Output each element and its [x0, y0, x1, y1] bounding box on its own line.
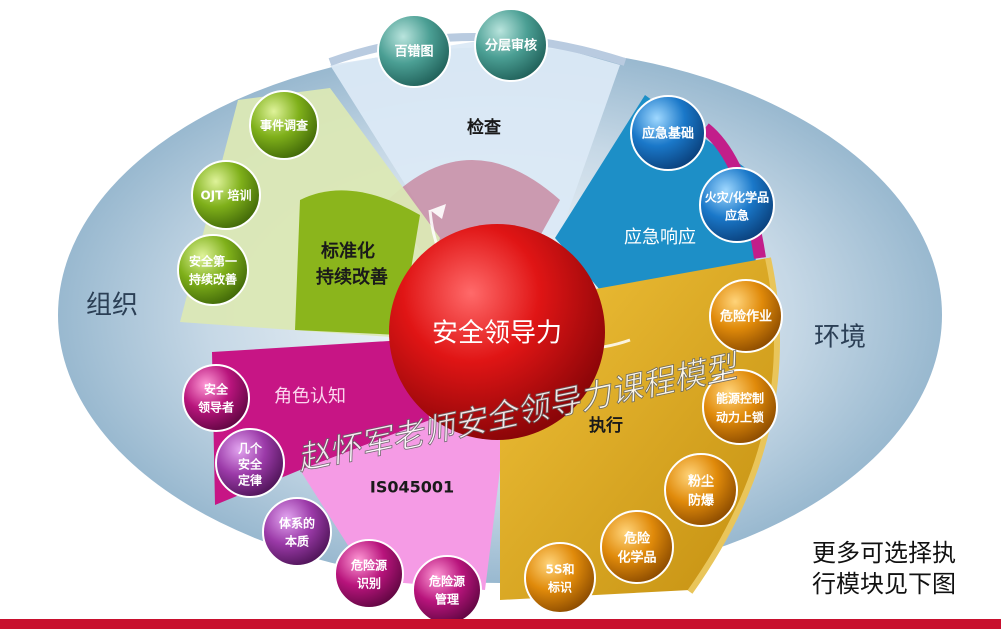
- node-huozai: 火灾/化学品 应急: [699, 167, 775, 243]
- svg-text:危险源: 危险源: [428, 574, 465, 589]
- sector-inspection: [330, 35, 620, 240]
- node-weixian-hxp: 危险 化学品: [600, 510, 674, 584]
- svg-text:应急基础: 应急基础: [642, 126, 694, 142]
- svg-text:定律: 定律: [238, 473, 262, 488]
- svg-text:识别: 识别: [357, 577, 381, 591]
- sector-execution-label: 执行: [589, 415, 623, 436]
- sector-standardization-label-1: 标准化: [320, 240, 375, 262]
- sector-role-label: 角色认知: [274, 386, 346, 407]
- sector-iso-label: IS045001: [370, 478, 454, 497]
- inspection-rim: [328, 33, 627, 66]
- svg-text:OJT 培训: OJT 培训: [200, 188, 251, 203]
- svg-text:应急: 应急: [725, 208, 749, 223]
- note-line-2: 行模块见下图: [812, 570, 956, 598]
- svg-text:危险: 危险: [624, 531, 651, 547]
- node-weixianyuan-sb: 危险源 识别: [334, 539, 404, 609]
- svg-text:安全: 安全: [238, 457, 263, 472]
- sector-emergency-label: 应急响应: [624, 227, 696, 248]
- svg-text:危险作业: 危险作业: [720, 309, 772, 325]
- node-shijian: 事件调查: [249, 90, 319, 160]
- svg-text:分层审核: 分层审核: [485, 38, 537, 54]
- node-jige: 几个 安全 定律: [215, 428, 285, 498]
- svg-text:防爆: 防爆: [688, 493, 715, 509]
- sector-standardization-label-2: 持续改善: [316, 266, 388, 288]
- svg-text:危险源: 危险源: [350, 558, 387, 573]
- standardization-inner: [295, 190, 420, 335]
- svg-text:管理: 管理: [435, 592, 459, 607]
- node-fenceng: 分层审核: [474, 8, 548, 82]
- svg-text:几个: 几个: [238, 441, 263, 456]
- node-five-s: 5S和 标识: [524, 542, 596, 614]
- svg-text:火灾/化学品: 火灾/化学品: [705, 190, 769, 205]
- svg-text:化学品: 化学品: [617, 550, 656, 566]
- note-line-1: 更多可选择执: [812, 539, 956, 567]
- cycle-arrow-head: [430, 204, 446, 219]
- sector-emergency: [555, 95, 762, 290]
- svg-text:5S和: 5S和: [546, 562, 575, 577]
- node-anquan-lingdao: 安全 领导者: [182, 364, 250, 432]
- svg-text:百错图: 百错图: [394, 44, 433, 60]
- svg-text:领导者: 领导者: [198, 400, 234, 415]
- outer-left-label: 组织: [86, 291, 138, 321]
- node-yingji-jichu: 应急基础: [630, 95, 706, 171]
- outer-right-label: 环境: [814, 323, 866, 353]
- node-weixian-zuoye: 危险作业: [709, 279, 783, 353]
- node-weixianyuan-gl: 危险源 管理: [412, 555, 482, 625]
- svg-text:粉尘: 粉尘: [688, 474, 714, 490]
- svg-text:持续改善: 持续改善: [189, 272, 237, 287]
- svg-text:事件调查: 事件调查: [260, 118, 309, 133]
- center-circle: [389, 224, 605, 440]
- svg-text:本质: 本质: [285, 534, 309, 549]
- bottom-bar: [0, 619, 1001, 629]
- svg-text:安全第一: 安全第一: [189, 254, 237, 269]
- node-nengyuan: 能源控制 动力上锁: [702, 369, 778, 445]
- svg-text:安全: 安全: [204, 382, 229, 397]
- svg-text:动力上锁: 动力上锁: [716, 410, 764, 425]
- node-fenchen: 粉尘 防爆: [664, 453, 738, 527]
- sector-inspection-label: 检查: [467, 117, 502, 138]
- node-baicuotu: 百错图: [377, 14, 451, 88]
- center-label: 安全领导力: [432, 319, 562, 349]
- svg-text:标识: 标识: [547, 580, 572, 595]
- svg-text:能源控制: 能源控制: [716, 391, 764, 406]
- node-tixi: 体系的 本质: [262, 497, 332, 567]
- node-ojt: OJT 培训: [191, 160, 261, 230]
- node-anquan-diyi: 安全第一 持续改善: [177, 234, 249, 306]
- svg-text:体系的: 体系的: [279, 516, 315, 531]
- note: 更多可选择执 行模块见下图: [812, 538, 994, 600]
